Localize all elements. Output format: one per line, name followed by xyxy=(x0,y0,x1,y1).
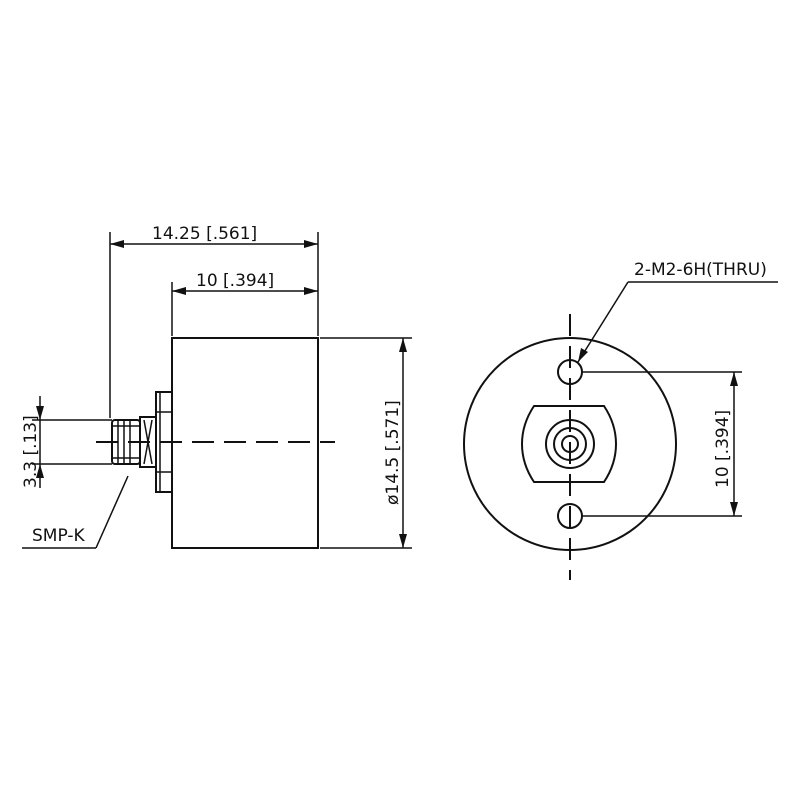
flange-plate xyxy=(520,405,618,483)
leader-line xyxy=(577,281,629,363)
hole-spec-label: 2-M2-6H(THRU) xyxy=(634,260,767,280)
side-view: 14.25 [.561] 10 [.394] ø14.5 [.571] 3.3 … xyxy=(21,224,412,549)
hole-spacing-label: 10 [.394] xyxy=(713,410,733,488)
front-view: 10 [.394] 2-M2-6H(THRU) xyxy=(463,260,778,580)
diameter-label: ø14.5 [.571] xyxy=(383,400,403,505)
arrowhead xyxy=(578,348,588,362)
arrowhead xyxy=(304,287,318,295)
arrowhead xyxy=(399,534,407,548)
overall-length-label: 14.25 [.561] xyxy=(152,224,257,244)
connector-height-label: 3.3 [.13] xyxy=(21,415,41,488)
arrowhead xyxy=(172,287,186,295)
body-length-label: 10 [.394] xyxy=(196,271,274,291)
arrowhead xyxy=(110,240,124,248)
arrowhead xyxy=(730,372,738,386)
arrowhead xyxy=(36,464,44,478)
arrowhead xyxy=(730,502,738,516)
arrowhead xyxy=(36,406,44,420)
arrowhead xyxy=(399,338,407,352)
leader-line xyxy=(95,475,129,549)
connector-type-label: SMP-K xyxy=(32,526,85,546)
arrowhead xyxy=(304,240,318,248)
